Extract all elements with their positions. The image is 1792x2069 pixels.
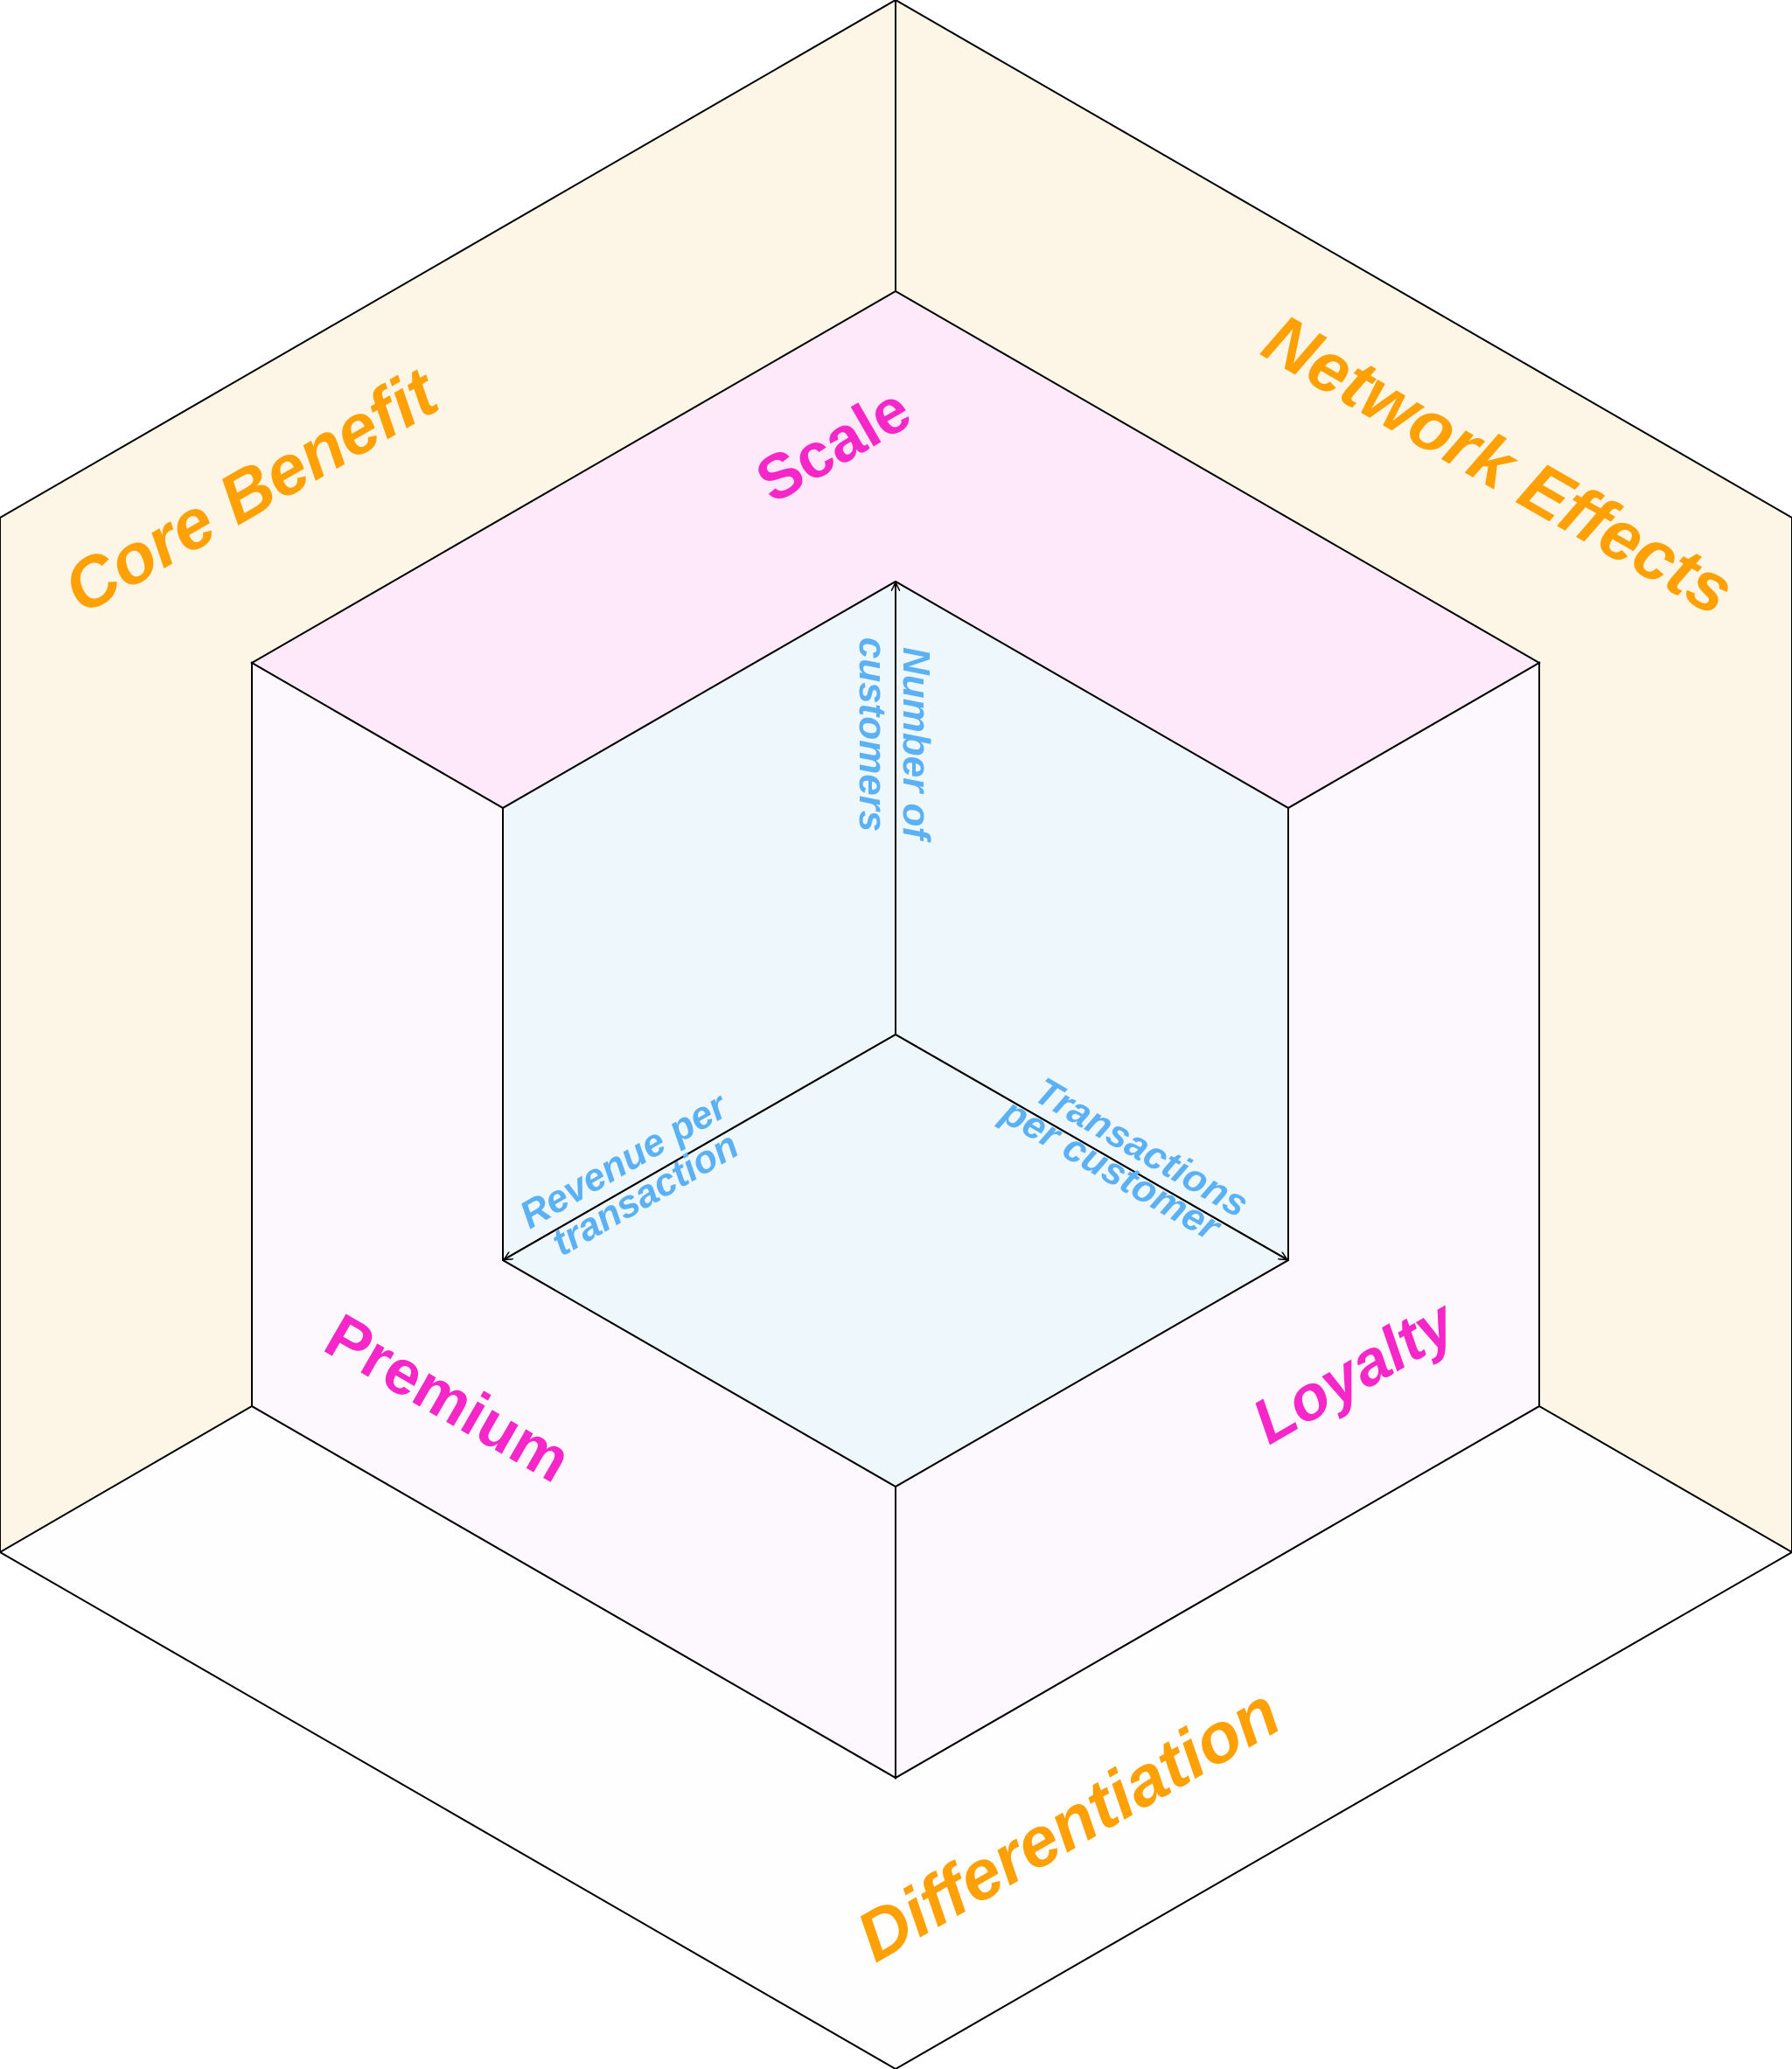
axis-label-customers-line2: customers xyxy=(851,637,894,832)
axis-arrow-transactions xyxy=(895,1034,1286,1259)
axis-arrow-revenue xyxy=(505,1034,896,1259)
axis-label-customers-line1: Number of xyxy=(895,647,938,843)
